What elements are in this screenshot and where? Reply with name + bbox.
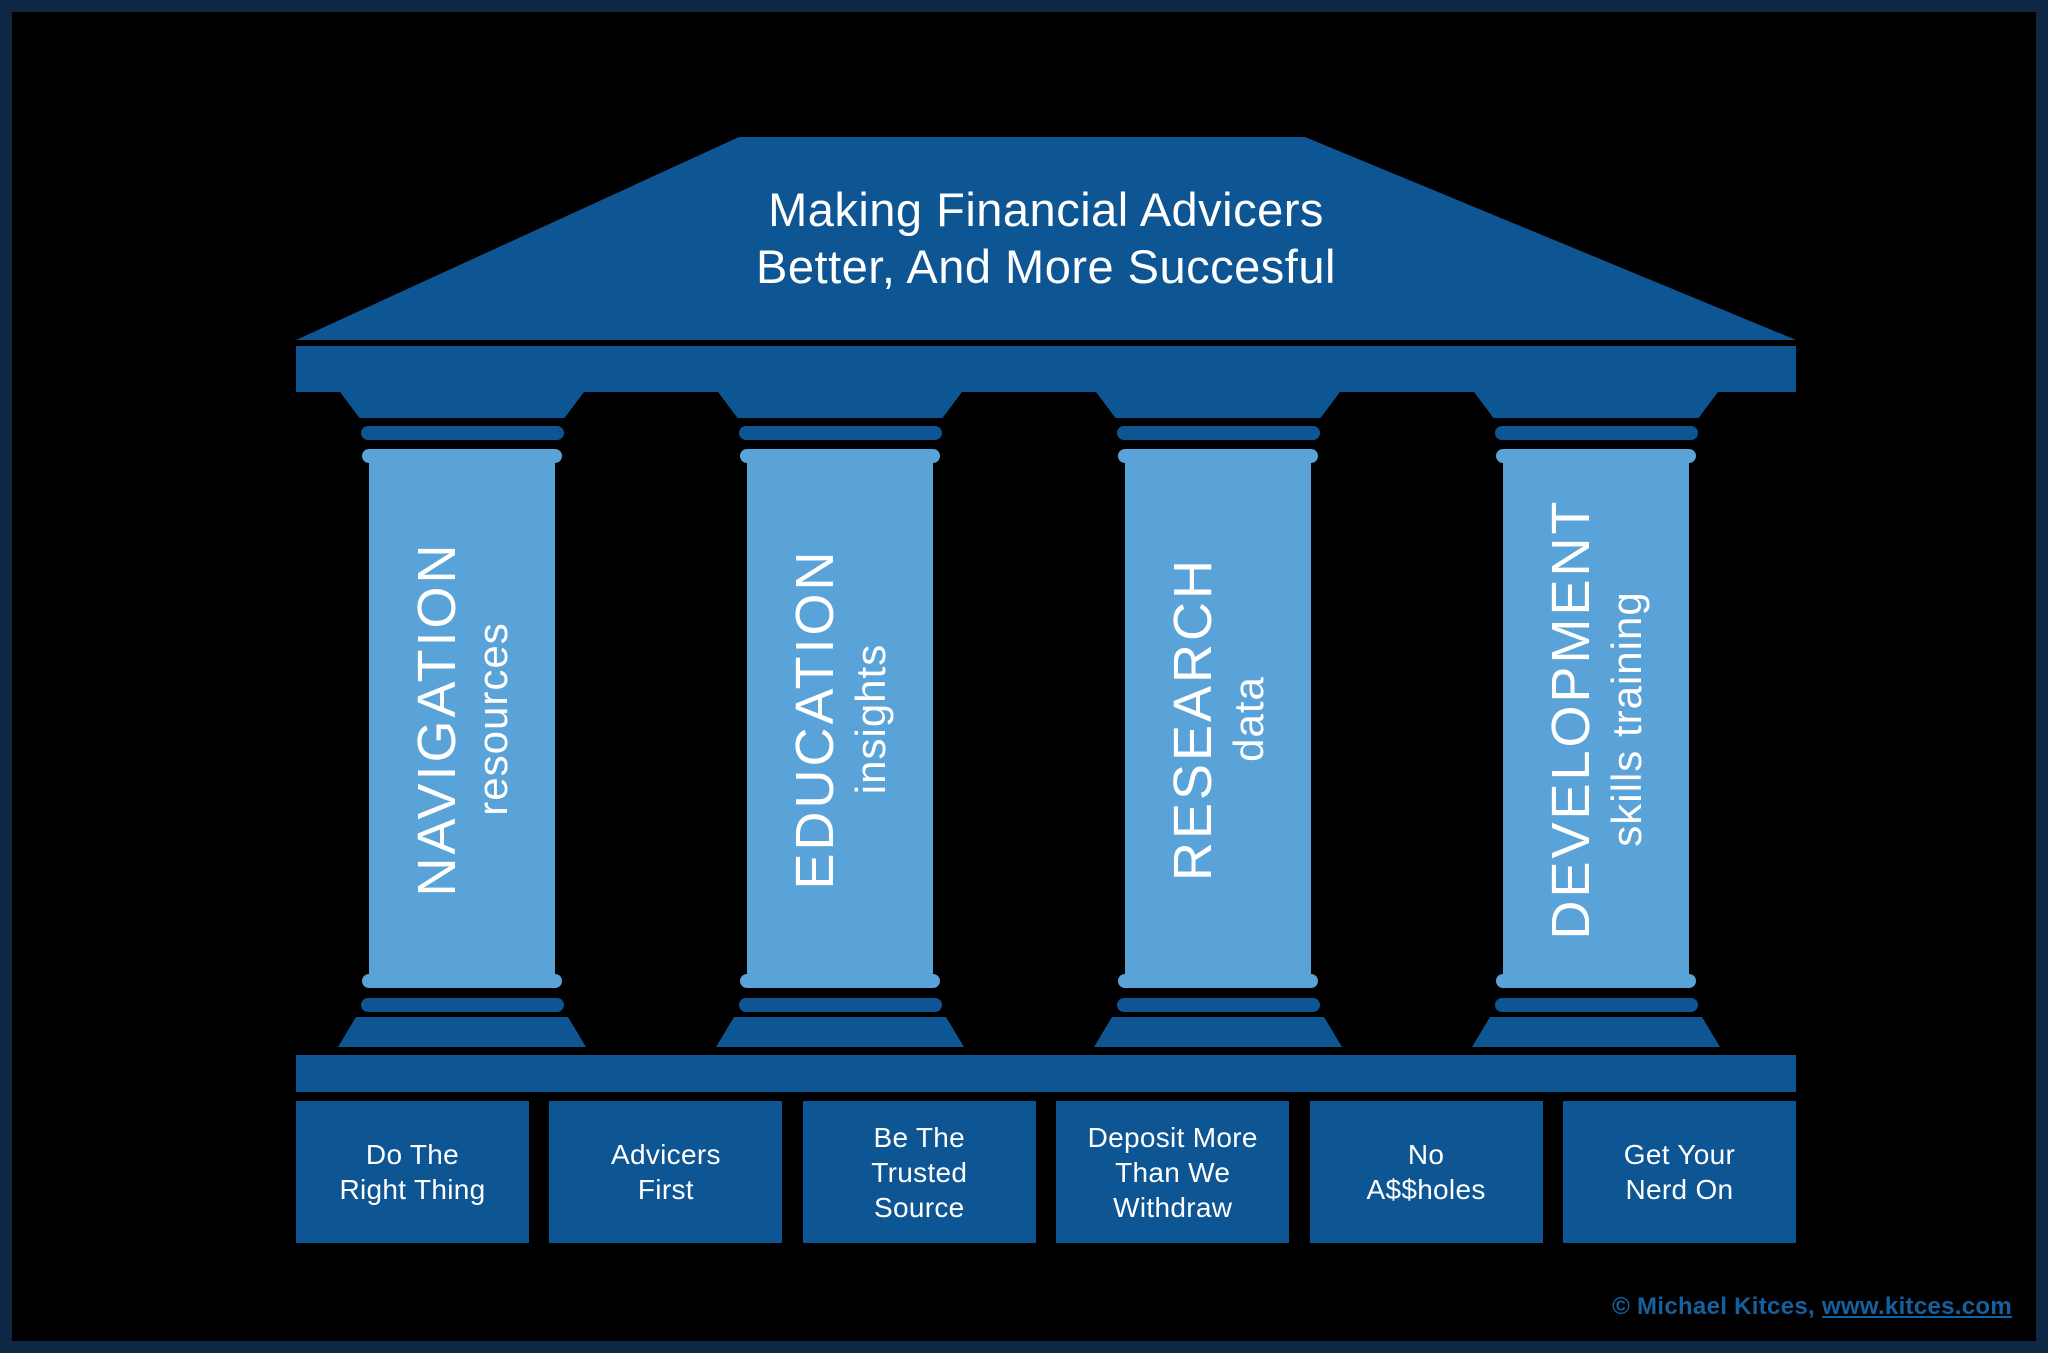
pillar-neck-ring [362,449,562,463]
foundation-block-deposit-more: Deposit More Than We Withdraw [1056,1101,1290,1243]
foundation-block-advicers-first: Advicers First [549,1101,783,1243]
pillar-subtitle: data [1225,675,1273,762]
pillar-capital-ring [738,426,942,440]
pillar-development: DEVELOPMENT skills training [1472,390,1720,1050]
foundation-block-do-the-right-thing: Do The Right Thing [296,1101,529,1243]
copyright-credit: © Michael Kitces, www.kitces.com [1612,1293,2012,1321]
pillar-label: DEVELOPMENT skills training [1503,463,1689,975]
pillar-base-ring [1116,998,1320,1012]
pillar-shaft: RESEARCH data [1125,463,1311,974]
pillar-base-ring [360,998,564,1012]
pillar-base [716,1017,964,1047]
pillar-base-ring [1494,998,1698,1012]
pillar-foot-ring [1496,974,1696,988]
temple-title: Making Financial Advicers Better, And Mo… [756,182,1336,293]
pediment-roof: Making Financial Advicers Better, And Mo… [296,137,1796,340]
pillar-subtitle: resources [469,621,517,816]
kitces-link[interactable]: www.kitces.com [1821,1293,2012,1320]
pillar-capital [339,390,586,418]
pillar-name: RESEARCH [1162,556,1223,881]
pillar-neck-ring [1118,449,1318,463]
foundation-block-be-the-trusted-source: Be The Trusted Source [802,1101,1036,1243]
pillar-subtitle: insights [847,643,895,794]
pillar-label: NAVIGATION resources [369,463,555,975]
pillar-navigation: NAVIGATION resources [338,390,586,1050]
pillar-neck-ring [1496,449,1696,463]
pillar-label: EDUCATION insights [747,463,933,975]
pillar-capital [1473,390,1720,418]
pillar-capital [1095,390,1342,418]
pillar-foot-ring [740,974,940,988]
pillar-base [1472,1017,1720,1047]
pillar-shaft: EDUCATION insights [747,463,933,974]
pillar-name: EDUCATION [784,548,845,890]
pillar-foot-ring [362,974,562,988]
pillar-name: NAVIGATION [406,540,467,897]
pillar-capital-ring [360,426,564,440]
foundation-block-get-your-nerd-on: Get Your Nerd On [1562,1101,1796,1243]
pillar-base [338,1017,586,1047]
pillar-foot-ring [1118,974,1318,988]
pillar-research: RESEARCH data [1094,390,1342,1050]
pillar-subtitle: skills training [1603,590,1651,847]
pillar-neck-ring [740,449,940,463]
foundation-block-no-assholes: No A$$holes [1309,1101,1543,1243]
pillar-base [1094,1017,1342,1047]
pillar-capital-ring [1116,426,1320,440]
pillar-capital [717,390,964,418]
pillar-base-ring [738,998,942,1012]
copyright-text: © Michael Kitces, [1612,1293,1822,1320]
pillar-shaft: DEVELOPMENT skills training [1503,463,1689,974]
pillar-name: DEVELOPMENT [1540,497,1601,940]
pillar-label: RESEARCH data [1125,463,1311,975]
entablature-beam [296,346,1796,392]
pillar-capital-ring [1494,426,1698,440]
pillar-shaft: NAVIGATION resources [369,463,555,974]
foundation-blocks: Do The Right Thing Advicers First Be The… [296,1101,1796,1243]
foundation-beam [296,1055,1796,1092]
pillar-education: EDUCATION insights [716,390,964,1050]
